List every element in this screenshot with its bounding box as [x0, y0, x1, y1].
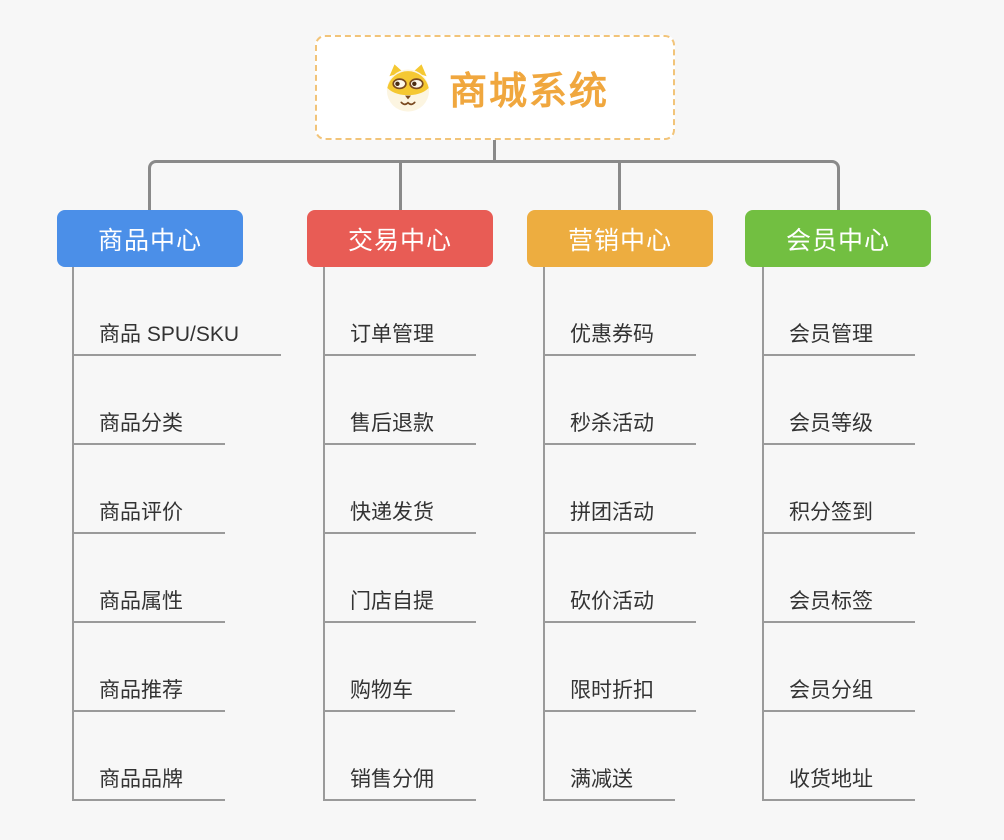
child-row: 销售分佣 [323, 712, 476, 801]
child-node[interactable]: 购物车 [323, 674, 455, 712]
connector-elbow-left [148, 160, 400, 210]
child-node[interactable]: 商品属性 [72, 585, 225, 623]
child-row: 砍价活动 [543, 534, 696, 623]
child-row: 快递发货 [323, 445, 476, 534]
branch-spine-line [323, 267, 325, 800]
child-node[interactable]: 会员标签 [762, 585, 915, 623]
child-row: 秒杀活动 [543, 356, 696, 445]
child-node[interactable]: 限时折扣 [543, 674, 696, 712]
child-row: 商品 SPU/SKU [72, 267, 282, 356]
connector-root-drop [493, 140, 496, 163]
child-node[interactable]: 商品品牌 [72, 763, 225, 801]
branch-spine-line [72, 267, 74, 800]
child-node[interactable]: 优惠券码 [543, 318, 696, 356]
child-node[interactable]: 商品分类 [72, 407, 225, 445]
branch-children: 商品 SPU/SKU 商品分类商品评价商品属性商品推荐商品品牌 [72, 267, 282, 801]
branch-spine-line [762, 267, 764, 800]
child-row: 限时折扣 [543, 623, 696, 712]
child-row: 满减送 [543, 712, 696, 801]
branch-node-3[interactable]: 会员中心 [745, 210, 931, 267]
child-row: 会员管理 [762, 267, 915, 356]
child-row: 商品评价 [72, 445, 281, 534]
child-node[interactable]: 秒杀活动 [543, 407, 696, 445]
child-node[interactable]: 商品评价 [72, 496, 225, 534]
child-node[interactable]: 砍价活动 [543, 585, 696, 623]
root-node[interactable]: 商城系统 [315, 35, 675, 140]
child-row: 售后退款 [323, 356, 476, 445]
child-node[interactable]: 拼团活动 [543, 496, 696, 534]
connector-bus-middle [398, 160, 592, 163]
child-node[interactable]: 收货地址 [762, 763, 915, 801]
child-node[interactable]: 快递发货 [323, 496, 476, 534]
child-row: 积分签到 [762, 445, 915, 534]
child-row: 拼团活动 [543, 445, 696, 534]
branch-node-2[interactable]: 营销中心 [527, 210, 713, 267]
branch-children: 优惠券码秒杀活动拼团活动砍价活动限时折扣满减送 [543, 267, 696, 801]
child-node[interactable]: 订单管理 [323, 318, 476, 356]
child-node[interactable]: 售后退款 [323, 407, 476, 445]
child-row: 优惠券码 [543, 267, 696, 356]
child-row: 商品分类 [72, 356, 281, 445]
child-row: 商品推荐 [72, 623, 281, 712]
branch-spine-line [543, 267, 545, 800]
connector-elbow-right [588, 160, 840, 210]
child-node[interactable]: 会员管理 [762, 318, 915, 356]
child-row: 商品品牌 [72, 712, 281, 801]
branch-children: 订单管理售后退款快递发货门店自提购物车销售分佣 [323, 267, 476, 801]
child-node[interactable]: 会员等级 [762, 407, 915, 445]
child-node[interactable]: 会员分组 [762, 674, 915, 712]
root-title: 商城系统 [448, 71, 609, 113]
branch-node-1[interactable]: 交易中心 [307, 210, 493, 267]
child-node[interactable]: 商品推荐 [72, 674, 225, 712]
child-row: 门店自提 [323, 534, 476, 623]
child-row: 购物车 [323, 623, 476, 712]
child-node[interactable]: 门店自提 [323, 585, 476, 623]
branch-node-0[interactable]: 商品中心 [57, 210, 243, 267]
child-node[interactable]: 商品 SPU/SKU [72, 318, 282, 356]
child-row: 会员等级 [762, 356, 915, 445]
child-row: 收货地址 [762, 712, 915, 801]
connector-drop-marketing [618, 160, 621, 210]
child-node[interactable]: 积分签到 [762, 496, 915, 534]
branch-children: 会员管理会员等级积分签到会员标签会员分组收货地址 [762, 267, 915, 801]
child-row: 会员分组 [762, 623, 915, 712]
child-node[interactable]: 销售分佣 [323, 763, 476, 801]
shiba-dog-icon [381, 61, 435, 115]
child-row: 会员标签 [762, 534, 915, 623]
child-node[interactable]: 满减送 [543, 763, 675, 801]
connector-drop-trade [399, 160, 402, 210]
child-row: 商品属性 [72, 534, 281, 623]
child-row: 订单管理 [323, 267, 476, 356]
